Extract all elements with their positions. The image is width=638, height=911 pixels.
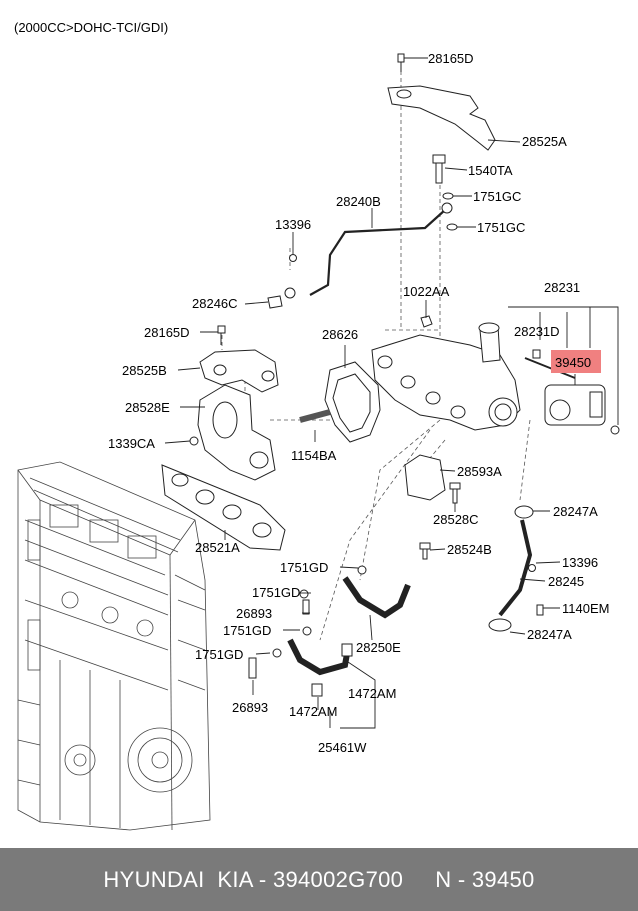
part-label[interactable]: 1022AA xyxy=(403,284,450,299)
part-label[interactable]: 13396 xyxy=(562,555,598,570)
part-label[interactable]: 28245 xyxy=(548,574,584,589)
exploded-parts-diagram: (2000CC>DOHC-TCI/GDI) xyxy=(14,20,620,831)
engine-spec-label: (2000CC>DOHC-TCI/GDI) xyxy=(14,20,168,35)
part-label[interactable]: 28231D xyxy=(514,324,560,339)
highlighted-part-box xyxy=(551,350,601,373)
part-label[interactable]: 28626 xyxy=(322,327,358,342)
part-label[interactable]: 26893 xyxy=(236,606,272,621)
part-label[interactable]: 28525A xyxy=(522,134,567,149)
part-label[interactable]: 1751GD xyxy=(195,647,243,662)
part-label[interactable]: 13396 xyxy=(275,217,311,232)
part-label[interactable]: 28246C xyxy=(192,296,238,311)
part-label[interactable]: 1540TA xyxy=(468,163,513,178)
part-label[interactable]: 39450 xyxy=(555,355,591,370)
engine-block-drawing xyxy=(17,461,211,831)
part-label[interactable]: 26893 xyxy=(232,700,268,715)
part-label[interactable]: 1751GD xyxy=(223,623,271,638)
part-label[interactable]: 1751GC xyxy=(477,220,525,235)
part-label[interactable]: 28528C xyxy=(433,512,479,527)
part-label[interactable]: 1472AM xyxy=(289,704,337,719)
part-label[interactable]: 28247A xyxy=(553,504,598,519)
part-label[interactable]: 28165D xyxy=(144,325,190,340)
part-label[interactable]: 1140EM xyxy=(562,601,609,616)
footer-part-number: HYUNDAI KIA - 394002G700 N - 39450 xyxy=(103,867,535,892)
part-label[interactable]: 28528E xyxy=(125,400,170,415)
part-label[interactable]: 28247A xyxy=(527,627,572,642)
footer-bar: HYUNDAI KIA - 394002G700 N - 39450 xyxy=(0,848,638,911)
part-label[interactable]: 1751GC xyxy=(473,189,521,204)
part-label[interactable]: 1339CA xyxy=(108,436,155,451)
part-labels: 28165D 28525A 1540TA 1751GC 1751GC 28240… xyxy=(108,51,609,755)
part-label[interactable]: 28250E xyxy=(356,640,401,655)
parts-drawing xyxy=(161,53,620,697)
part-label[interactable]: 28521A xyxy=(195,540,240,555)
part-label[interactable]: 1751GD xyxy=(280,560,328,575)
part-label[interactable]: 28240B xyxy=(336,194,381,209)
part-label[interactable]: 28593A xyxy=(457,464,502,479)
part-label[interactable]: 1154BA xyxy=(291,448,337,463)
part-label[interactable]: 1751GD xyxy=(252,585,300,600)
leader-lines xyxy=(164,57,619,729)
part-label[interactable]: 1472AM xyxy=(348,686,396,701)
part-label[interactable]: 28524B xyxy=(447,542,492,557)
part-label[interactable]: 25461W xyxy=(318,740,367,755)
part-label[interactable]: 28231 xyxy=(544,280,580,295)
part-label[interactable]: 28165D xyxy=(428,51,474,66)
part-label[interactable]: 28525B xyxy=(122,363,167,378)
